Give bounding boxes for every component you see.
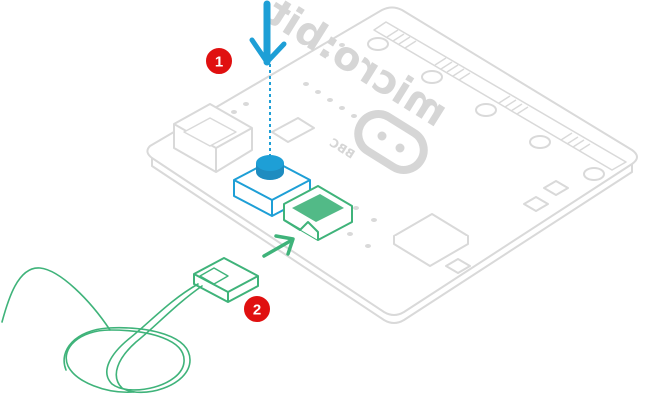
battery-cable [2, 268, 202, 392]
step-number-1: 1 [215, 54, 223, 71]
battery-plug[interactable] [194, 258, 258, 302]
step-badge-2: 2 [243, 295, 271, 323]
step-number-2: 2 [253, 302, 261, 319]
step-badge-1: 1 [205, 47, 233, 75]
button-cap-top [256, 155, 284, 171]
